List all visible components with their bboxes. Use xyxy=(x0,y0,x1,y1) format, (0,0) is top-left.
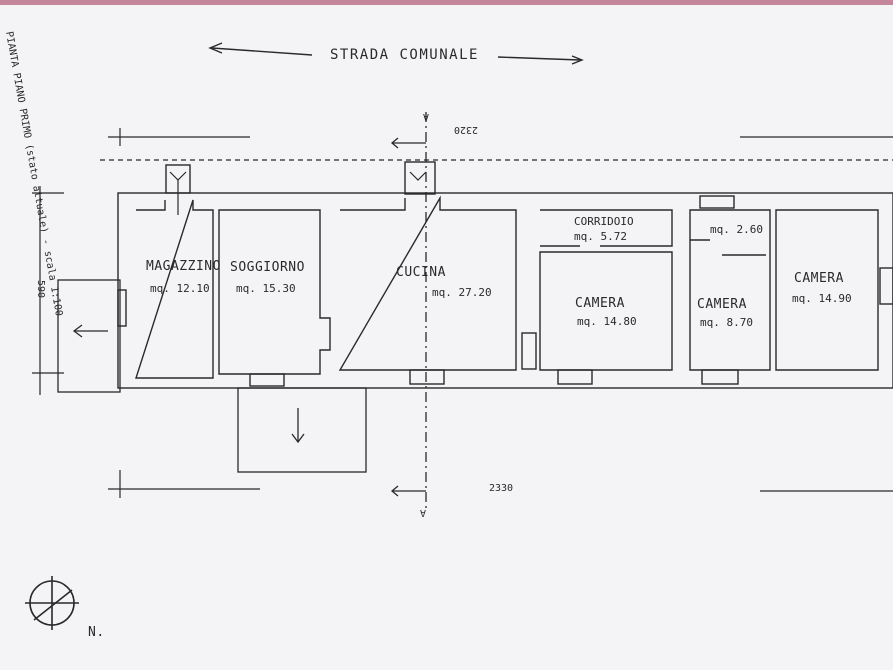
room-name-corridoio: CORRIDOIO xyxy=(574,215,634,228)
window-top-right xyxy=(699,195,735,209)
outer-wall xyxy=(117,192,893,389)
niche-top-center xyxy=(404,161,436,195)
window-right xyxy=(879,267,893,305)
wall-cucina xyxy=(338,195,517,371)
paper-edge xyxy=(0,0,893,5)
bottom-dimension xyxy=(108,470,893,498)
room-name-camera-3: CAMERA xyxy=(794,271,844,286)
window-cucina xyxy=(409,369,445,385)
wall-corridoio xyxy=(540,209,673,247)
left-dimension xyxy=(32,186,64,395)
room-area-camera-3: mq. 14.90 xyxy=(792,292,852,305)
left-depth: 590 xyxy=(35,280,46,298)
wall-camera-1 xyxy=(539,251,673,371)
street-arrow-right-head xyxy=(571,55,584,65)
room-area-magazzino: mq. 12.10 xyxy=(150,282,210,295)
street-arrow-left-line xyxy=(211,47,313,56)
top-length: 2320 xyxy=(454,124,478,135)
courtyard-arrows xyxy=(72,324,305,444)
room-area-camera-2: mq. 8.70 xyxy=(700,316,753,329)
room-name-magazzino: MAGAZZINO xyxy=(146,259,221,274)
section-marker-bottom: A xyxy=(420,507,426,518)
street-label: STRADA COMUNALE xyxy=(330,47,479,63)
room-area-disimpegno: mq. 2.60 xyxy=(710,223,763,236)
section-marker-top: A xyxy=(423,111,429,122)
window-left xyxy=(117,289,127,327)
room-name-camera-2: CAMERA xyxy=(697,297,747,312)
wall-camera-3 xyxy=(775,209,879,371)
room-area-corridoio: mq. 5.72 xyxy=(574,230,627,243)
wall-niche xyxy=(521,332,537,370)
room-name-camera-1: CAMERA xyxy=(575,296,625,311)
room-area-soggiorno: mq. 15.30 xyxy=(236,282,296,295)
section-line xyxy=(390,112,427,510)
room-name-cucina: CUCINA xyxy=(396,265,446,280)
street-arrow-left-head xyxy=(208,42,223,54)
compass-icon xyxy=(25,576,79,630)
room-area-camera-1: mq. 14.80 xyxy=(577,315,637,328)
street-arrow-right-line xyxy=(497,56,581,61)
wall-camera-2 xyxy=(689,209,771,371)
building-walls xyxy=(117,161,893,389)
sheet-title: PIANTA PIANO PRIMO (stato attuale) - sca… xyxy=(3,31,64,318)
room-name-soggiorno: SOGGIORNO xyxy=(230,260,305,275)
wall-magazzino xyxy=(135,199,214,379)
entrance-markers xyxy=(169,171,427,215)
courtyard-left xyxy=(57,279,121,393)
courtyard-bottom xyxy=(237,387,367,473)
window-camera-2 xyxy=(701,369,739,385)
street-annotation xyxy=(208,42,584,65)
window-camera-1 xyxy=(557,369,593,385)
courtyards xyxy=(57,279,367,473)
window-soggiorno xyxy=(249,373,285,387)
bottom-length: 2330 xyxy=(489,483,513,494)
top-dimension xyxy=(108,128,893,146)
north-label: N. xyxy=(88,625,105,640)
room-area-cucina: mq. 27.20 xyxy=(432,286,492,299)
room-labels: MAGAZZINO mq. 12.10 SOGGIORNO mq. 15.30 … xyxy=(146,215,852,329)
